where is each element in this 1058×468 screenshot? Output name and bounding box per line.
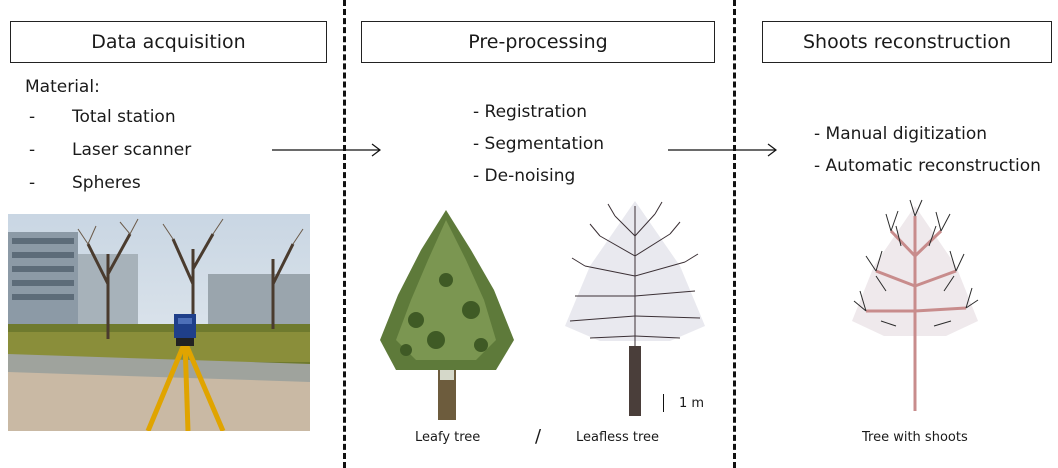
- arrow-acquisition-to-preprocessing: [272, 141, 384, 163]
- leafy-tree-image: [376, 210, 518, 424]
- arrow-preprocessing-to-reconstruction: [668, 141, 780, 163]
- material-item-laser-scanner: Laser scanner: [72, 140, 192, 160]
- field-photo-image: [8, 214, 310, 431]
- tree-with-shoots-caption: Tree with shoots: [862, 430, 968, 445]
- preprocessing-item-registration: - Registration: [473, 102, 588, 122]
- divider-right: [733, 0, 736, 468]
- step-box-data-acquisition: Data acquisition: [10, 21, 327, 63]
- material-bullet-2: -: [29, 140, 36, 160]
- step-title-shoots-reconstruction: Shoots reconstruction: [803, 31, 1011, 53]
- leafless-tree-image: [560, 196, 710, 425]
- leafy-tree-caption: Leafy tree: [415, 430, 481, 445]
- step-box-pre-processing: Pre-processing: [361, 21, 715, 63]
- material-bullet-1: -: [29, 107, 36, 127]
- step-title-pre-processing: Pre-processing: [468, 31, 608, 53]
- tree-with-shoots-image: [846, 196, 984, 418]
- field-photo: [8, 214, 310, 431]
- material-label: Material:: [25, 77, 100, 97]
- scale-label: 1 m: [679, 396, 705, 411]
- scale-bar: [663, 394, 664, 412]
- caption-separator: /: [535, 426, 542, 447]
- leafless-tree-caption: Leafless tree: [576, 430, 659, 445]
- divider-left: [343, 0, 346, 468]
- material-item-total-station: Total station: [72, 107, 176, 127]
- material-bullet-3: -: [29, 173, 36, 193]
- preprocessing-item-segmentation: - Segmentation: [473, 134, 605, 154]
- material-item-spheres: Spheres: [72, 173, 141, 193]
- preprocessing-item-de-noising: - De-noising: [473, 166, 576, 186]
- reconstruction-item-automatic-reconstruction: - Automatic reconstruction: [814, 156, 1041, 176]
- step-box-shoots-reconstruction: Shoots reconstruction: [762, 21, 1052, 63]
- reconstruction-item-manual-digitization: - Manual digitization: [814, 124, 988, 144]
- step-title-data-acquisition: Data acquisition: [91, 31, 246, 53]
